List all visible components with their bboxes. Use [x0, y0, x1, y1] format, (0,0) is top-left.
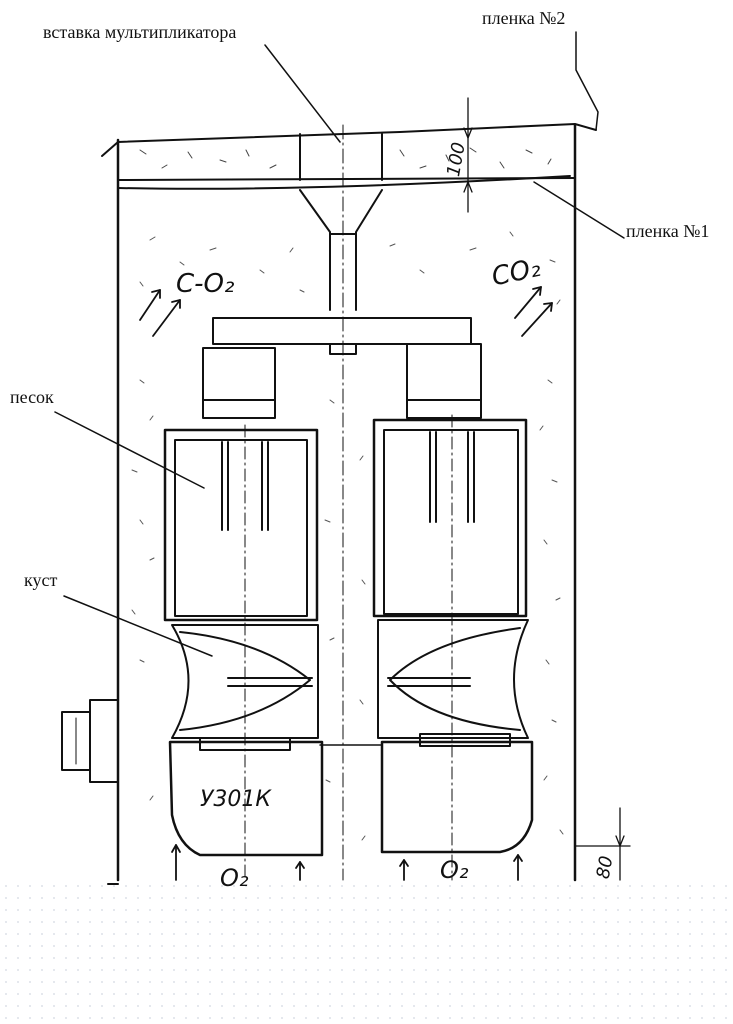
multiplier-insert	[299, 124, 383, 881]
o2-right-text: O₂	[440, 856, 469, 884]
module-mark-text: У301К	[200, 787, 272, 812]
dimension-bottom-text: 80	[593, 854, 618, 880]
leader-bush	[63, 595, 213, 657]
top-sand-layer	[139, 147, 552, 169]
co2-right-text: CO₂	[489, 253, 543, 293]
o2-left-text: O₂	[220, 864, 249, 892]
o2-arrows	[171, 844, 523, 881]
dimension-top-text: 100	[443, 141, 470, 178]
label-sand: песок	[10, 387, 54, 407]
label-film-2: пленка №2	[482, 8, 566, 28]
leader-film-1	[533, 181, 625, 239]
dimension-bottom	[574, 807, 631, 881]
label-multiplier-insert: вставка мультипликатора	[43, 22, 237, 42]
left-module	[163, 424, 324, 881]
background-dot-pattern	[0, 880, 733, 1024]
co2-left-text: C-O₂	[176, 269, 234, 299]
co2-arrows-right	[514, 286, 553, 337]
right-module	[372, 414, 534, 881]
leader-insert	[264, 44, 341, 143]
label-bush: куст	[24, 570, 58, 590]
dimension-top	[463, 97, 473, 213]
side-fitting	[61, 699, 119, 783]
sand-speckles	[131, 231, 564, 841]
label-film-1: пленка №1	[626, 221, 710, 241]
container	[101, 123, 597, 885]
co2-arrows-left	[139, 289, 181, 337]
leader-sand	[54, 411, 205, 489]
crossbar	[202, 317, 482, 419]
leader-film-2	[575, 31, 599, 131]
